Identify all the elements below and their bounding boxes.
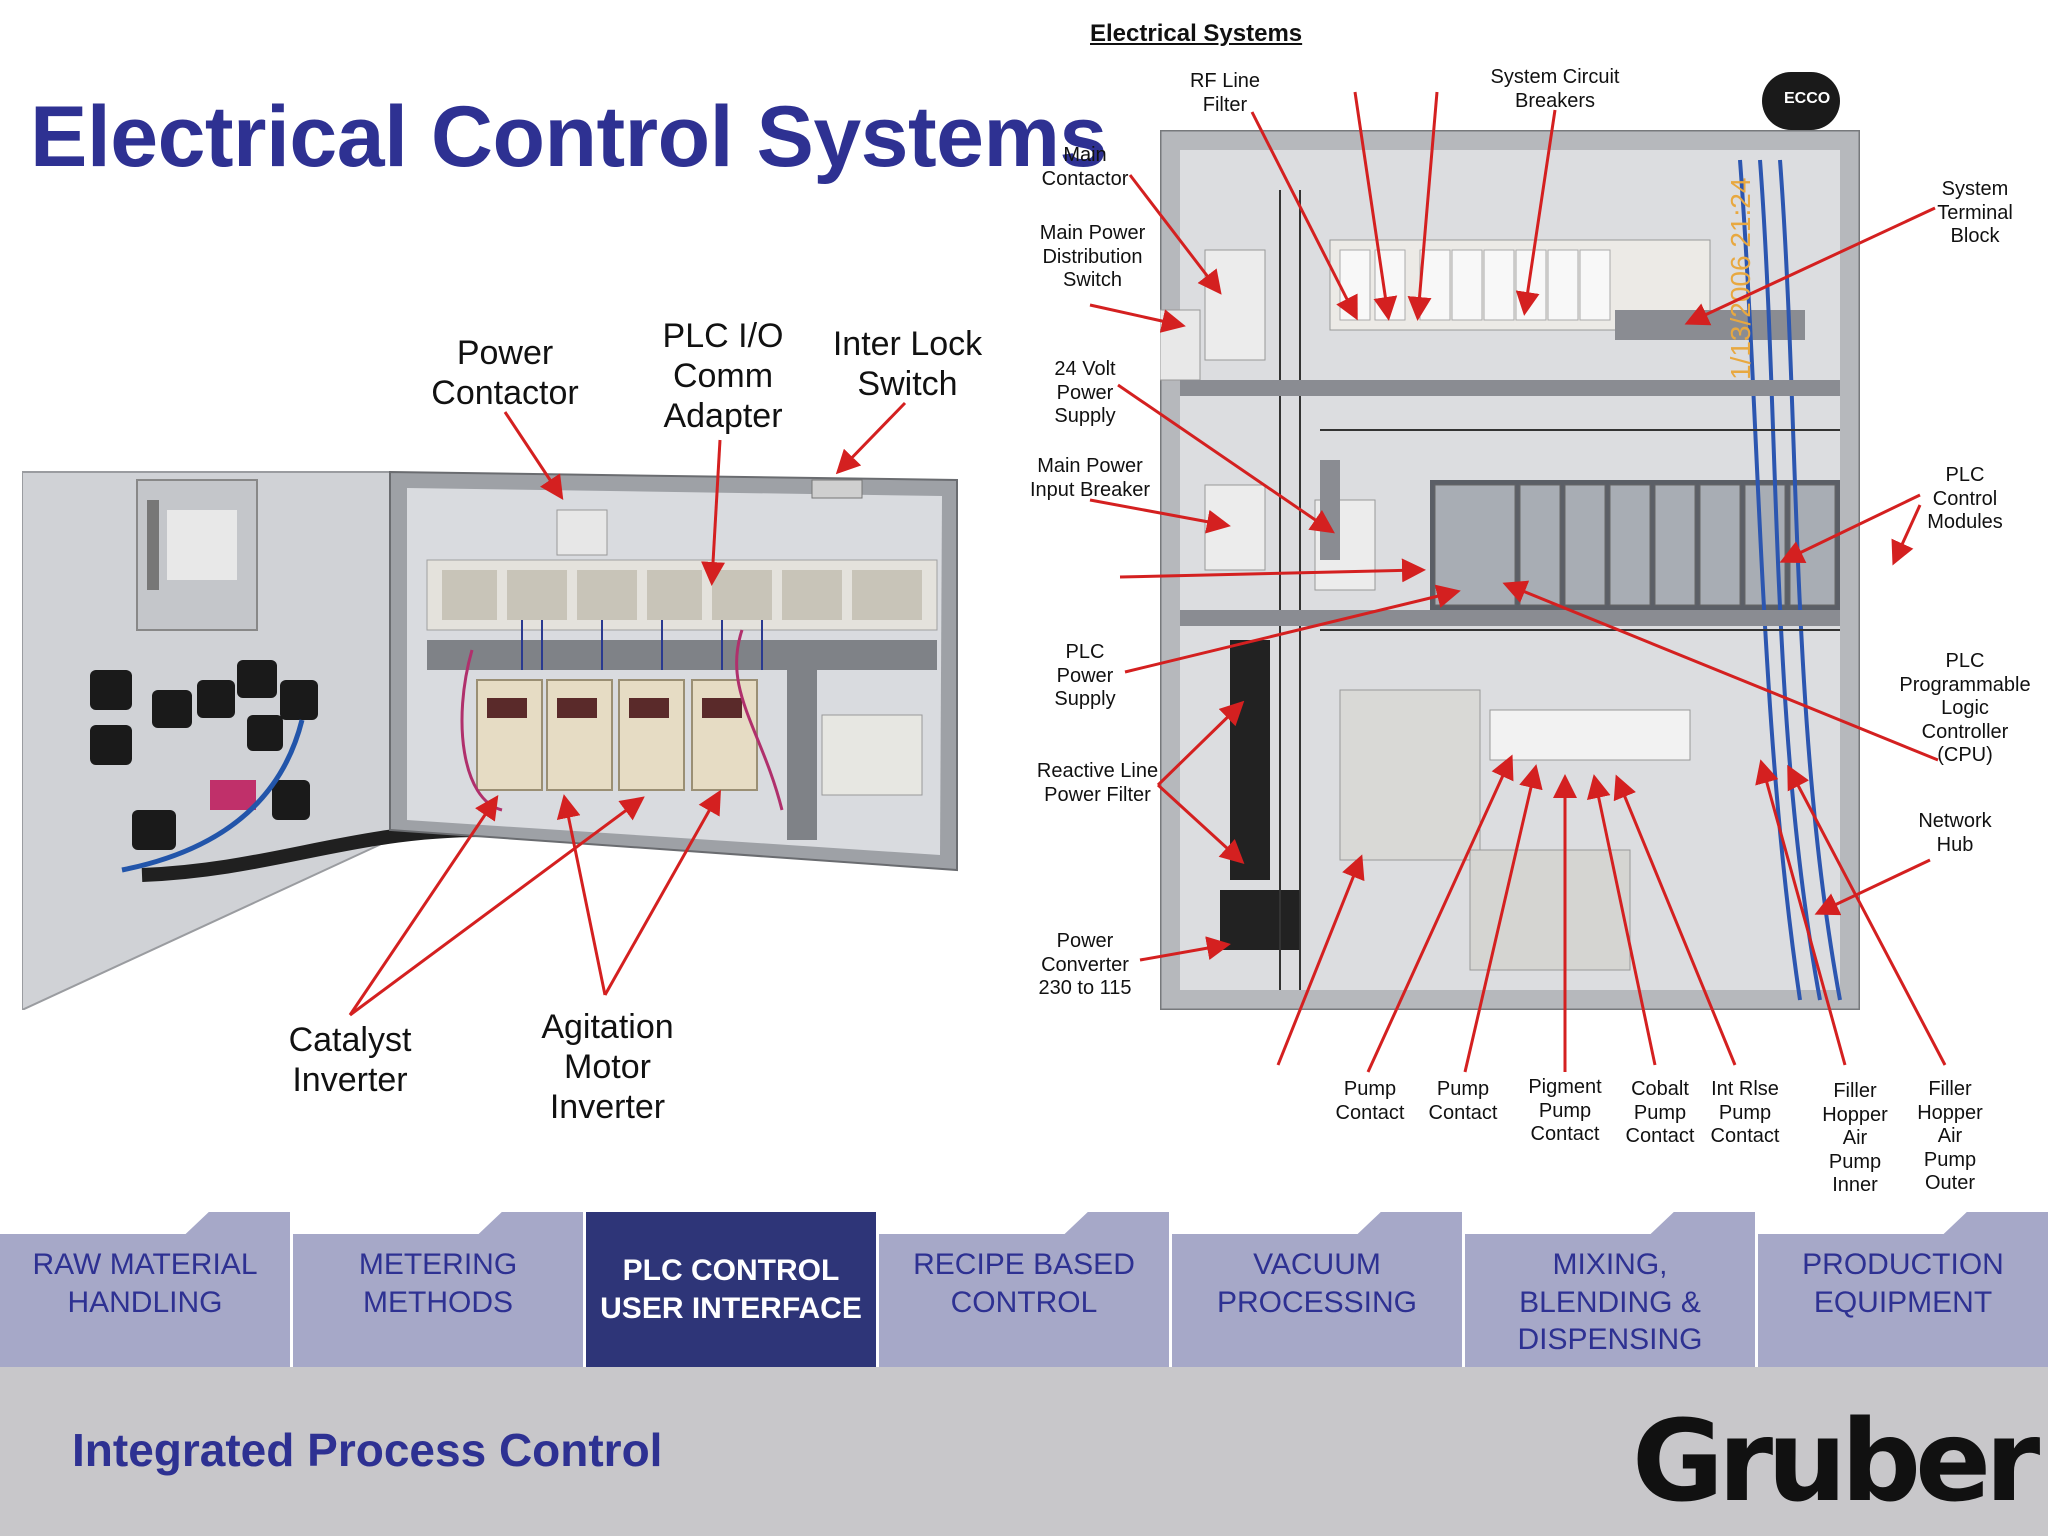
label-plc-io-comm-adapter: PLC I/O Comm Adapter: [662, 317, 784, 436]
label-network-hub: Network Hub: [1918, 810, 1992, 856]
label-filler-hopper-outer: Filler Hopper Air Pump Outer: [1917, 1078, 1983, 1195]
label-int-rise-pump-contact: Int Rlse Pump Contact: [1710, 1078, 1780, 1148]
label-reactive-line-power-filter: Reactive Line Power Filter: [1036, 760, 1159, 806]
label-rf-line-filter: RF Line Filter: [1189, 70, 1261, 116]
label-24-volt-power-supply: 24 Volt Power Supply: [1054, 358, 1116, 428]
label-main-contactor: Main Contactor: [1041, 144, 1129, 190]
label-plc-cpu: PLC Programmable Logic Controller (CPU): [1899, 650, 2031, 767]
tab-plc-control-user-interface[interactable]: PLC CONTROL USER INTERFACE: [586, 1212, 876, 1367]
label-main-power-distribution-switch: Main Power Distribution Switch: [1039, 222, 1146, 292]
label-main-power-input-breaker: Main Power Input Breaker: [1029, 455, 1151, 501]
label-agitation-motor-inverter: Agitation Motor Inverter: [541, 1008, 674, 1127]
label-interlock-switch: Inter Lock Switch: [832, 325, 983, 404]
tab-production-equipment[interactable]: PRODUCTION EQUIPMENT: [1758, 1212, 2048, 1367]
tab-vacuum-processing[interactable]: VACUUM PROCESSING: [1172, 1212, 1462, 1367]
tab-raw-material-handling[interactable]: RAW MATERIAL HANDLING: [0, 1212, 290, 1367]
label-plc-power-supply: PLC Power Supply: [1054, 641, 1116, 711]
label-system-circuit-breakers: System Circuit Breakers: [1490, 66, 1620, 112]
tab-metering-methods[interactable]: METERING METHODS: [293, 1212, 583, 1367]
tab-mixing-blending-dispensing[interactable]: MIXING, BLENDING & DISPENSING: [1465, 1212, 1755, 1367]
label-catalyst-inverter: Catalyst Inverter: [288, 1021, 412, 1100]
label-pump-contact-2: Pump Contact: [1428, 1078, 1498, 1124]
ecco-badge: ECCO: [1762, 72, 1840, 130]
diagram-title: Electrical Systems: [1090, 20, 1303, 47]
footer-tagline: Integrated Process Control: [72, 1424, 663, 1476]
page-title: Electrical Control Systems: [30, 89, 1107, 185]
label-plc-control-modules: PLC Control Modules: [1927, 464, 2003, 534]
bottom-nav: RAW MATERIAL HANDLING METERING METHODS P…: [0, 1212, 2048, 1367]
label-pump-contact-1: Pump Contact: [1335, 1078, 1405, 1124]
label-power-contactor: Power Contactor: [431, 334, 579, 413]
label-power-converter: Power Converter 230 to 115: [1038, 930, 1132, 1000]
gruber-logo: Gruber: [1632, 1397, 2040, 1527]
tab-recipe-based-control[interactable]: RECIPE BASED CONTROL: [879, 1212, 1169, 1367]
svg-text:1/13/2006 21:24: 1/13/2006 21:24: [1725, 178, 1756, 380]
left-cabinet-photo: [22, 470, 958, 1010]
label-cobalt-pump-contact: Cobalt Pump Contact: [1625, 1078, 1695, 1148]
label-pigment-pump-contact: Pigment Pump Contact: [1528, 1076, 1602, 1146]
right-panel-photo: 1/13/2006 21:24: [1160, 130, 1860, 1010]
label-system-terminal-block: System Terminal Block: [1937, 178, 2013, 248]
label-filler-hopper-inner: Filler Hopper Air Pump Inner: [1822, 1080, 1888, 1197]
footer: Integrated Process Control Gruber: [0, 1367, 2048, 1536]
